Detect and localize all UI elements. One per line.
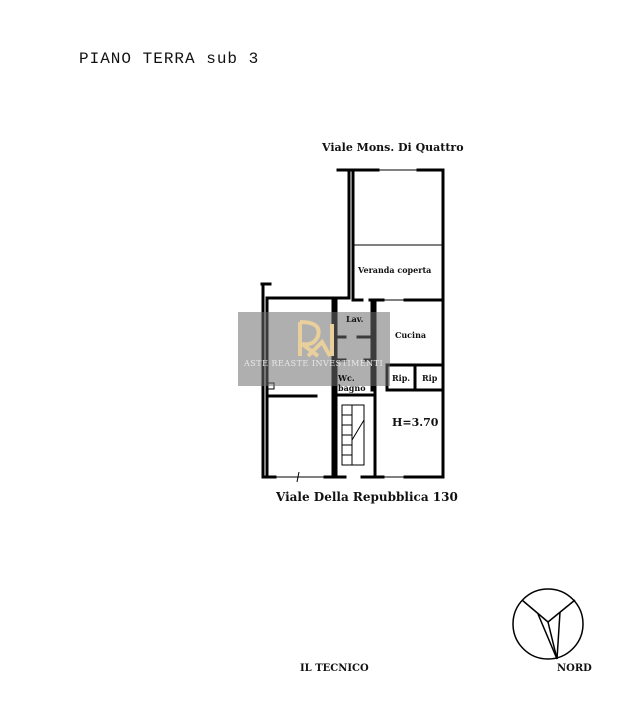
north-arrow-icon — [512, 588, 584, 660]
room-lav: Lav. — [346, 314, 364, 324]
technician-label: IL TECNICO — [300, 663, 369, 674]
street-label-top: Viale Mons. Di Quattro — [322, 141, 464, 154]
room-bagno: bagno — [338, 383, 366, 393]
logo-icon — [298, 320, 334, 358]
room-wc: Wc. — [338, 373, 355, 383]
room-rip-1: Rip. — [392, 373, 411, 383]
plan-title: PIANO TERRA sub 3 — [79, 50, 260, 68]
room-rip-2: Rip — [422, 373, 438, 383]
ceiling-height: H=3.70 — [392, 416, 439, 429]
room-veranda: Veranda coperta — [358, 265, 432, 275]
room-cucina: Cucina — [395, 330, 427, 340]
watermark-logo: ASTE REASTE INVESTIMENTI — [238, 312, 390, 386]
watermark-text: ASTE REASTE INVESTIMENTI — [244, 359, 384, 368]
street-label-bottom: Viale Della Repubblica 130 — [276, 490, 458, 504]
north-label: NORD — [557, 663, 592, 674]
